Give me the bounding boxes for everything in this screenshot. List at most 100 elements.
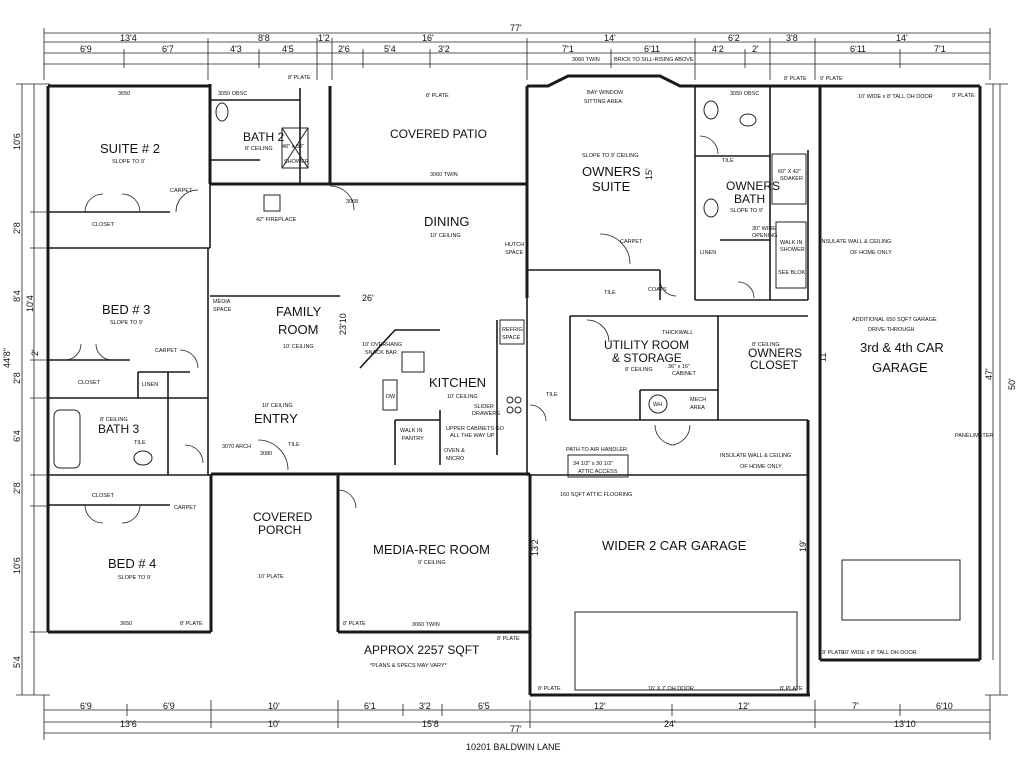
- room-family2: ROOM: [278, 322, 318, 337]
- dining-note: 10' CEILING: [430, 233, 461, 239]
- room-garage34b: GARAGE: [872, 360, 928, 375]
- svg-text:2'8: 2'8: [12, 222, 22, 234]
- door-3080: 3080: [260, 451, 272, 457]
- family-note: 10' CEILING: [283, 344, 314, 350]
- thickwall-label: THICKWALL: [662, 330, 693, 336]
- svg-text:12': 12': [738, 701, 750, 711]
- walkin-shower2: SHOWER: [780, 247, 805, 253]
- right-overall-dim: 50': [1007, 378, 1017, 390]
- svg-text:4'5: 4'5: [282, 44, 294, 54]
- insulate-2b: OF HOME ONLY: [740, 464, 782, 470]
- soaker-label2: SOAKER: [780, 176, 803, 182]
- room-entry: ENTRY: [254, 411, 298, 426]
- svg-text:15'8: 15'8: [422, 719, 439, 729]
- left-dimension-lines: [16, 83, 50, 696]
- carpet-suite2: CARPET: [170, 188, 193, 194]
- svg-text:6'9: 6'9: [80, 701, 92, 711]
- bay-window-label: BAY WINDOW: [587, 90, 624, 96]
- room-bath3: BATH 3: [98, 422, 139, 436]
- window-bed4: 3650: [120, 621, 132, 627]
- garage34-note: ADDITIONAL 650 SQFT GARAGE: [852, 317, 937, 323]
- bath3-note: 8' CEILING: [100, 417, 128, 423]
- tile-owners-bath: TILE: [722, 158, 734, 164]
- tile-hall: TILE: [604, 290, 616, 296]
- arch-label: 3070 ARCH: [222, 444, 251, 450]
- mech-label2: AREA: [690, 405, 705, 411]
- overhang-label2: SNACK BAR: [365, 350, 397, 356]
- garage34-note2: DRIVE-THROUGH: [868, 327, 914, 333]
- dim-2310: 23'10: [338, 313, 348, 335]
- tile-utility: TILE: [546, 392, 558, 398]
- seat-label: SEE BLOK: [778, 270, 806, 276]
- sqft-label: APPROX 2257 SQFT: [364, 643, 480, 657]
- room-bath2: BATH 2: [243, 130, 284, 144]
- owners-closet-note: 8' CEILING: [752, 342, 780, 348]
- svg-text:10': 10': [268, 719, 280, 729]
- ohdoor-top: 10' WIDE x 8' TALL OH DOOR: [858, 94, 933, 100]
- bed3-note: SLOPE TO 9': [110, 320, 143, 326]
- top-dimension-lines: [43, 28, 991, 80]
- svg-text:2': 2': [30, 349, 40, 356]
- plate-top-bath2: 8' PLATE: [288, 75, 311, 81]
- dim-11: 11': [818, 351, 828, 362]
- room-bed4: BED # 4: [108, 556, 156, 571]
- plate-garage34-bottom: 9' PLATE: [822, 650, 845, 656]
- owners-suite-note: SLOPE TO 9' CEILING: [582, 153, 638, 159]
- carpet-owners: CARPET: [620, 239, 643, 245]
- fireplace-label: 42" FIREPLACE: [256, 217, 296, 223]
- dim-19: 19': [798, 540, 808, 552]
- svg-text:6'9: 6'9: [80, 44, 92, 54]
- svg-text:1'2: 1'2: [318, 33, 330, 43]
- bottom-dims-row1: 6'9 6'9 10' 6'1 3'2 6'5 12' 12' 7' 6'10: [80, 701, 953, 711]
- svg-text:13'6: 13'6: [120, 719, 137, 729]
- ohdoor-garage: 16' X 7' OH DOOR: [648, 686, 694, 692]
- bottom-dimension-lines: [43, 695, 991, 740]
- svg-text:6'2: 6'2: [728, 33, 740, 43]
- closet-bed4: CLOSET: [92, 493, 115, 499]
- slider-label2: DRAWERS: [472, 411, 500, 417]
- room-owners-bath2: BATH: [734, 192, 765, 206]
- window-suite2: 3650: [118, 91, 130, 97]
- carpet-bed4: CARPET: [174, 505, 197, 511]
- svg-text:14': 14': [896, 33, 908, 43]
- pantry-label2: PANTRY: [402, 436, 424, 442]
- cabinet-utility2: CABINET: [672, 371, 696, 377]
- wh-label: WH: [653, 402, 662, 408]
- soaker-label: 60" X 42": [778, 169, 801, 175]
- svg-text:8'8: 8'8: [258, 33, 270, 43]
- mech-label: MECH: [690, 397, 706, 403]
- svg-text:7'1: 7'1: [562, 44, 574, 54]
- attic-access2: ATTIC ACCESS: [578, 469, 618, 475]
- svg-text:3'8: 3'8: [786, 33, 798, 43]
- svg-text:5'4: 5'4: [384, 44, 396, 54]
- closet-suite2: CLOSET: [92, 222, 115, 228]
- svg-text:3'2: 3'2: [419, 701, 431, 711]
- svg-text:44'8": 44'8": [2, 348, 12, 368]
- overhang-label: 10' OVERHANG: [362, 342, 402, 348]
- insulate-1b: OF HOME ONLY: [850, 250, 892, 256]
- plans-note: *PLANS & SPECS MAY VARY*: [370, 663, 447, 669]
- bottom-overall-dim: 77': [510, 724, 522, 734]
- plate-patio: 8' PLATE: [426, 93, 449, 99]
- cabinet-utility: 36" x 16": [668, 364, 690, 370]
- svg-text:24': 24': [664, 719, 676, 729]
- room-utility2: & STORAGE: [612, 351, 682, 365]
- insulate-1: INSULATE WALL & CEILING: [820, 239, 891, 245]
- room-media: MEDIA-REC ROOM: [373, 542, 490, 557]
- svg-text:12': 12': [594, 701, 606, 711]
- svg-text:13'4: 13'4: [120, 33, 137, 43]
- room-covered-porch2: PORCH: [258, 523, 301, 537]
- ohdoor-bottom: 10' WIDE x 8' TALL OH DOOR: [842, 650, 917, 656]
- shower-opening2: OPENING: [752, 233, 777, 239]
- owners-bath-note: SLOPE TO 9': [730, 208, 763, 214]
- window-owners-bath: 3050 OBSC: [730, 91, 759, 97]
- dw-label: DW: [386, 394, 396, 400]
- svg-text:6'7: 6'7: [162, 44, 174, 54]
- room-kitchen: KITCHEN: [429, 375, 486, 390]
- brick-note: BRICK TO SILL-RISING ABOVE: [614, 57, 694, 63]
- svg-text:6'1: 6'1: [364, 701, 376, 711]
- top-dims-row2: 6'9 6'7 4'3 4'5 2'6 5'4 3'2 7'1 6'11 4'2…: [80, 44, 946, 54]
- media-note: 9' CEILING: [418, 560, 446, 566]
- refrig-label2: SPACE: [502, 335, 521, 341]
